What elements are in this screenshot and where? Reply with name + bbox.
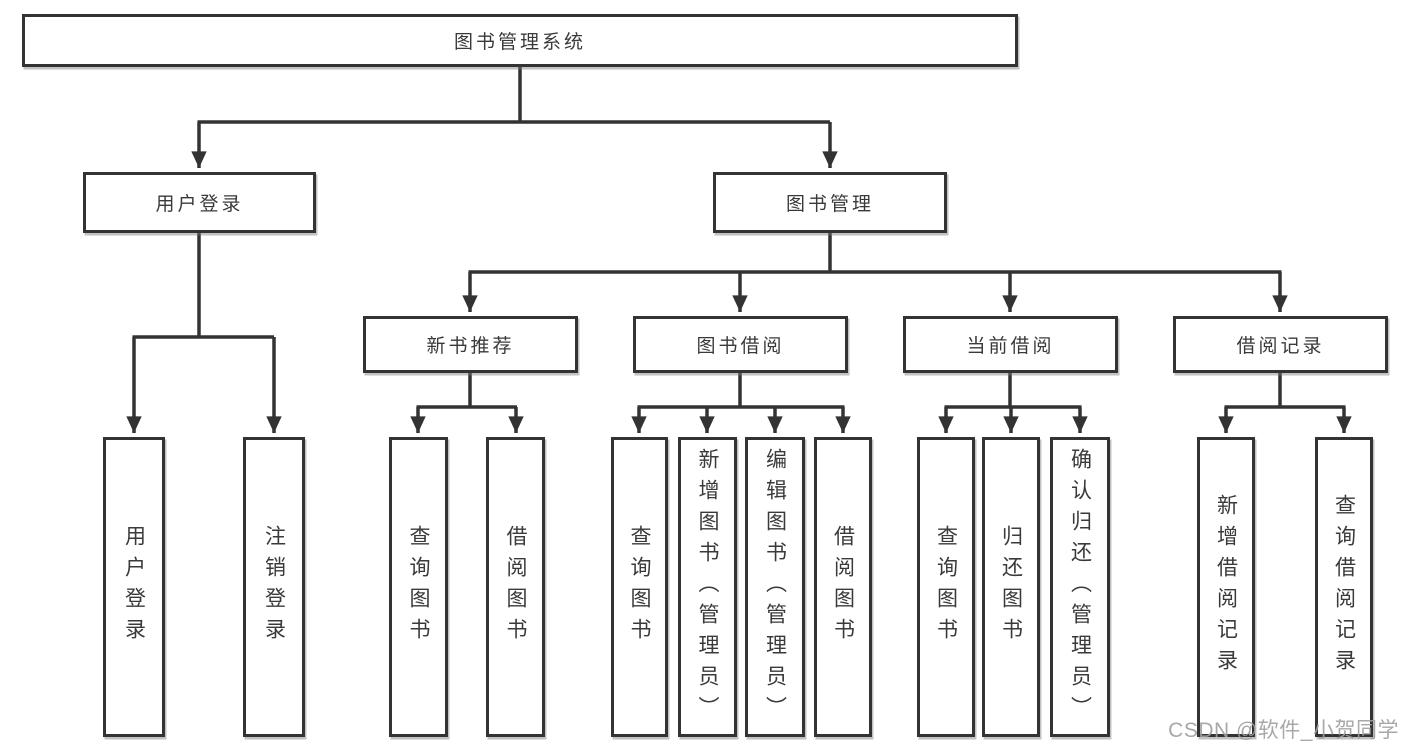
node-borrow-record-label: 借阅记录 bbox=[1236, 336, 1325, 357]
node-leaf-bb-borrow-book-label: 借阅图书 bbox=[831, 525, 855, 649]
node-root: 图书管理系统 bbox=[22, 14, 1018, 67]
node-book-borrow-label: 图书借阅 bbox=[696, 336, 785, 357]
node-user-login-label: 用户登录 bbox=[155, 194, 244, 215]
node-leaf-br-add-record: 新增借阅记录 bbox=[1197, 437, 1255, 737]
node-leaf-user-login-label: 用户登录 bbox=[122, 525, 146, 649]
node-leaf-bb-query-book: 查询图书 bbox=[611, 437, 668, 737]
node-leaf-user-login: 用户登录 bbox=[103, 437, 165, 737]
node-leaf-bb-add-book: 新增图书（管理员） bbox=[678, 437, 737, 737]
node-book-management: 图书管理 bbox=[713, 172, 947, 233]
node-leaf-cb-query-book: 查询图书 bbox=[917, 437, 975, 737]
node-new-book-recommend-label: 新书推荐 bbox=[426, 336, 515, 357]
node-leaf-cb-confirm-return: 确认归还（管理员） bbox=[1050, 437, 1110, 737]
node-leaf-bb-edit-book-label: 编辑图书（管理员） bbox=[763, 447, 787, 727]
node-leaf-rec-borrow-book-label: 借阅图书 bbox=[504, 525, 527, 649]
node-leaf-logout-label: 注销登录 bbox=[262, 525, 286, 649]
node-leaf-bb-borrow-book: 借阅图书 bbox=[814, 437, 872, 737]
node-leaf-br-add-record-label: 新增借阅记录 bbox=[1214, 494, 1238, 680]
node-leaf-rec-query-book: 查询图书 bbox=[389, 437, 448, 737]
connector-current-borrow bbox=[938, 370, 1088, 433]
connector-root bbox=[191, 64, 838, 168]
csdn-watermark: CSDN @软件_小贺同学 bbox=[1168, 719, 1399, 742]
connector-new-book-recommend bbox=[410, 370, 524, 433]
node-leaf-cb-confirm-return-label: 确认归还（管理员） bbox=[1068, 447, 1092, 727]
node-leaf-br-query-record: 查询借阅记录 bbox=[1315, 437, 1373, 737]
node-leaf-bb-add-book-label: 新增图书（管理员） bbox=[696, 447, 719, 727]
node-leaf-cb-return-book-label: 归还图书 bbox=[999, 525, 1023, 649]
node-leaf-cb-query-book-label: 查询图书 bbox=[934, 525, 958, 649]
node-new-book-recommend: 新书推荐 bbox=[363, 316, 578, 373]
node-book-management-label: 图书管理 bbox=[785, 194, 874, 215]
node-borrow-record: 借阅记录 bbox=[1173, 316, 1388, 373]
node-leaf-rec-borrow-book: 借阅图书 bbox=[486, 437, 545, 737]
connector-book-borrow bbox=[631, 370, 851, 433]
node-root-label: 图书管理系统 bbox=[453, 32, 586, 53]
node-leaf-bb-query-book-label: 查询图书 bbox=[628, 525, 651, 649]
node-user-login: 用户登录 bbox=[83, 172, 316, 233]
connector-borrow-record bbox=[1218, 370, 1352, 433]
node-leaf-bb-edit-book: 编辑图书（管理员） bbox=[745, 437, 805, 737]
connector-book-management bbox=[462, 230, 1288, 312]
node-leaf-cb-return-book: 归还图书 bbox=[982, 437, 1040, 737]
node-book-borrow: 图书借阅 bbox=[633, 316, 848, 373]
node-leaf-rec-query-book-label: 查询图书 bbox=[407, 525, 430, 649]
connector-user-login bbox=[126, 230, 282, 433]
node-current-borrow: 当前借阅 bbox=[903, 316, 1118, 373]
node-current-borrow-label: 当前借阅 bbox=[966, 336, 1055, 357]
node-leaf-br-query-record-label: 查询借阅记录 bbox=[1332, 494, 1356, 680]
node-leaf-logout: 注销登录 bbox=[243, 437, 305, 737]
